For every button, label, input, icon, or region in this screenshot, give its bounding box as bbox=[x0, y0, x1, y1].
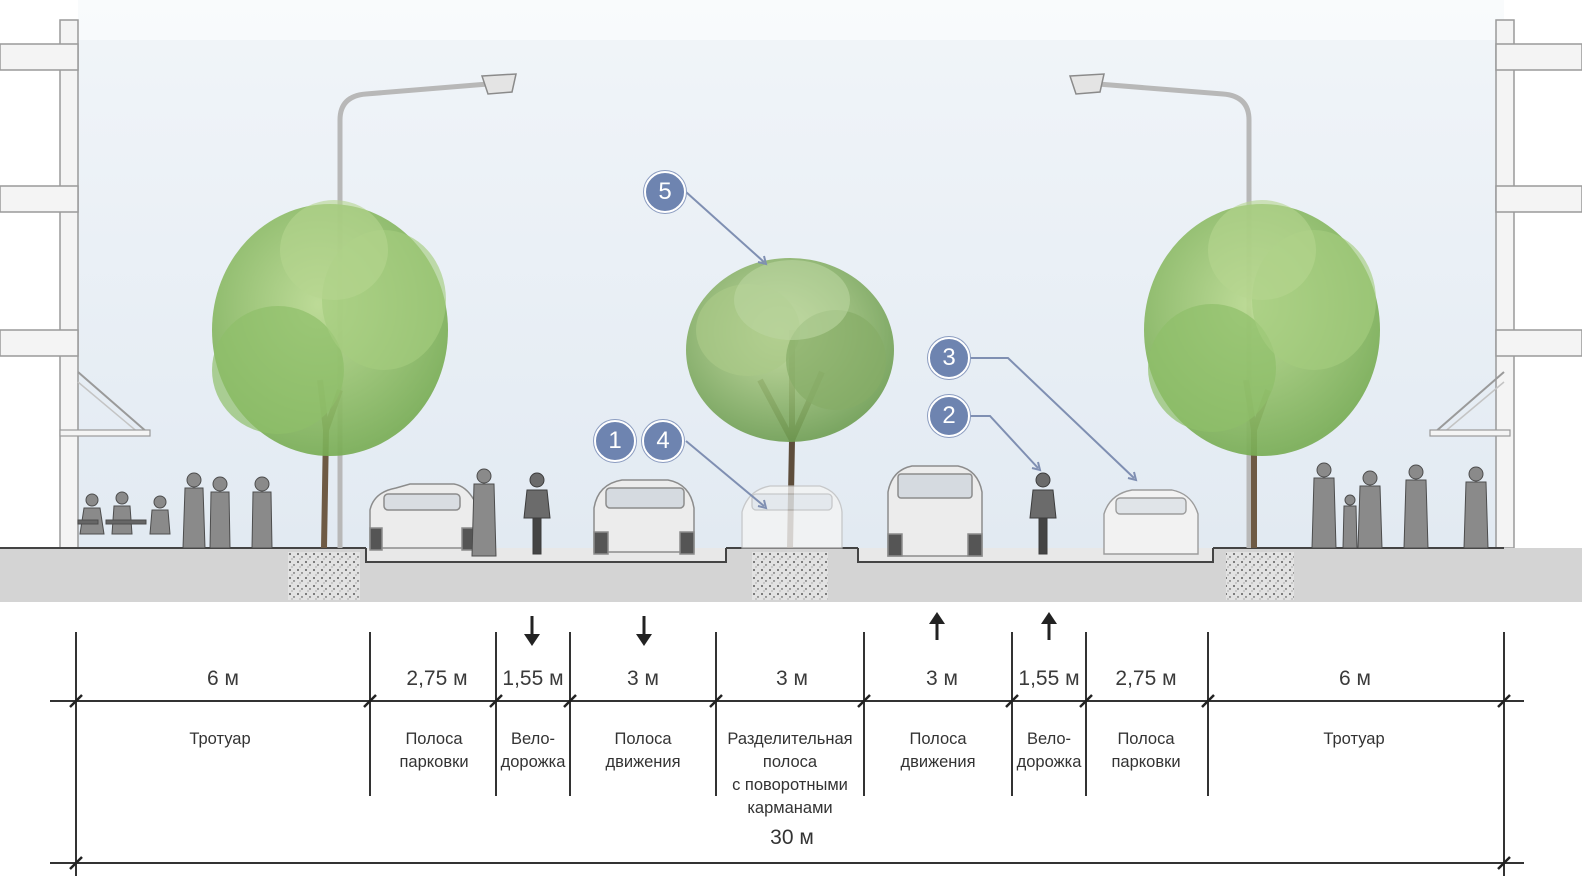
tree-right bbox=[1144, 200, 1380, 548]
total-width-label: 30 м bbox=[770, 826, 814, 849]
zone-label-lane-right: Полоса движения bbox=[900, 730, 976, 771]
zone-label-bike-right: Вело- дорожка bbox=[1016, 730, 1082, 771]
building-right bbox=[1429, 0, 1582, 549]
zone-label-median: Разделительная полоса с поворотными карм… bbox=[727, 730, 853, 817]
width-label-parking-left: 2,75 м bbox=[406, 667, 468, 690]
dimension-lines bbox=[50, 632, 1524, 876]
callout-badge-4: 4 bbox=[642, 420, 684, 462]
cyclist-left bbox=[523, 472, 551, 555]
width-label-lane-right: 3 м bbox=[926, 667, 958, 690]
tree-pit-median bbox=[752, 552, 828, 600]
tree-left bbox=[212, 200, 448, 549]
zone-label-sidewalk-right: Тротуар bbox=[1323, 730, 1385, 748]
tree-pit-right bbox=[1226, 552, 1294, 600]
width-label-sidewalk-right: 6 м bbox=[1339, 667, 1371, 690]
zone-label-lane-left: Полоса движения bbox=[605, 730, 681, 771]
traffic-direction-arrows bbox=[524, 612, 1057, 646]
width-label-sidewalk-left: 6 м bbox=[207, 667, 239, 690]
car-parked-right bbox=[1103, 489, 1199, 555]
tree-median bbox=[686, 258, 894, 549]
car-lane-left bbox=[593, 479, 695, 555]
car-median-ghost bbox=[741, 485, 843, 549]
tree-pit-left bbox=[288, 552, 360, 600]
pedestrians-left bbox=[77, 468, 497, 557]
width-label-lane-left: 3 м bbox=[627, 667, 659, 690]
pedestrians-right bbox=[1311, 462, 1489, 549]
zone-label-sidewalk-left: Тротуар bbox=[189, 730, 251, 748]
width-label-median: 3 м bbox=[776, 667, 808, 690]
callout-badge-5: 5 bbox=[644, 171, 686, 213]
callout-lines bbox=[685, 191, 1138, 510]
callout-badge-3: 3 bbox=[928, 337, 970, 379]
street-lamp-left bbox=[337, 81, 489, 548]
zone-label-bike-left: Вело- дорожка bbox=[500, 730, 566, 771]
width-label-bike-right: 1,55 м bbox=[1018, 667, 1080, 690]
width-label-parking-right: 2,75 м bbox=[1115, 667, 1177, 690]
car-parked-left bbox=[369, 483, 477, 551]
callout-badge-1: 1 bbox=[594, 420, 636, 462]
dimension-ticks bbox=[69, 694, 1511, 870]
callout-badge-2: 2 bbox=[928, 395, 970, 437]
zone-label-parking-right: Полоса парковки bbox=[1111, 730, 1181, 771]
car-lane-right bbox=[887, 465, 983, 557]
cyclist-right bbox=[1029, 472, 1057, 555]
zone-label-parking-left: Полоса парковки bbox=[399, 730, 469, 771]
street-lamp-right bbox=[1097, 81, 1252, 548]
sky-fade-top bbox=[0, 0, 1582, 40]
building-left bbox=[0, 0, 151, 549]
width-label-bike-left: 1,55 м bbox=[502, 667, 564, 690]
